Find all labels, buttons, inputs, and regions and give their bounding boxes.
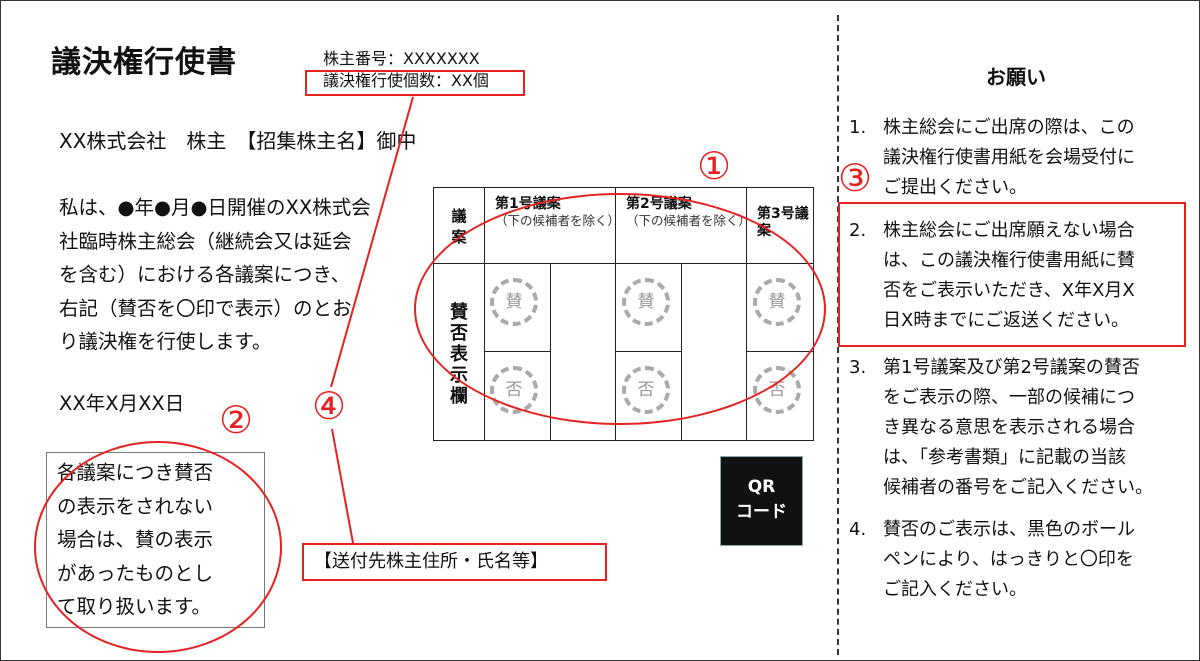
request-number: 3. (849, 357, 867, 378)
vote-count-text: 議決権行使個数：XX個 (323, 71, 489, 90)
request-line: ペンにより、はっきりと〇印を (883, 549, 1134, 570)
marker-2: ② (219, 398, 254, 442)
requests-title: お願い (986, 65, 1046, 89)
request-item: 1. 株主総会にご出席の際は、この 議決権行使書用紙を会場受付に ご提出ください… (849, 113, 1179, 203)
request-line: は、この議決権行使書用紙に賛 (883, 250, 1135, 271)
leader-line-bottom (331, 428, 354, 544)
qr-label: QR (747, 477, 776, 497)
leader-line-top (330, 96, 414, 388)
declaration-line: 私は、●年●月●日開催のXX株式会 (59, 196, 371, 219)
request-line: 議決権行使書用紙を会場受付に (883, 147, 1135, 168)
declaration-line: 社臨時株主総会（継続会又は延会 (59, 229, 352, 253)
mailing-address: 【送付先株主住所・氏名等】 (302, 543, 607, 581)
form-title: 議決権行使書 (51, 45, 237, 80)
declaration-line: 右記（賛否を〇印で表示）のとお (59, 296, 352, 320)
declaration-line: を含む）における各議案につき、 (59, 263, 351, 286)
request-line: 第1号議案及び第2号議案の賛否 (883, 357, 1140, 378)
company-line: XX株式会社 株主 【招集株主名】御中 (59, 129, 417, 153)
return-deadline-highlight (838, 202, 1186, 347)
holder-number-text: 株主番号：XXXXXXX (323, 49, 480, 68)
request-item: 2. 株主総会にご出席願えない場合 は、この議決権行使書用紙に賛 否をご表示いた… (849, 216, 1179, 336)
request-line: 日X時までにご返送ください。 (883, 310, 1129, 331)
vote-label-char: 欄 (450, 386, 468, 407)
request-number: 2. (849, 220, 867, 241)
request-line: をご表示の際、一部の候補につ (883, 387, 1135, 408)
note-ellipse (34, 441, 282, 653)
request-line: 賛否のご表示は、黒色のボール (883, 519, 1135, 540)
marker-1: ① (697, 144, 732, 188)
request-line: 株主総会にご出席願えない場合 (883, 220, 1135, 241)
request-line: き異なる意思を表示される場合 (883, 417, 1135, 438)
form-date: XX年X月XX日 (59, 392, 185, 415)
qr-label: コード (736, 502, 787, 522)
request-line: ご記入ください。 (883, 579, 1027, 600)
marker-3: ③ (838, 156, 873, 200)
request-item: 3. 第1号議案及び第2号議案の賛否 をご表示の際、一部の候補につ き異なる意思… (849, 353, 1179, 503)
qr-code[interactable]: QR コード (720, 456, 803, 546)
vote-area-ellipse (414, 193, 826, 425)
request-line: は、「参考書類」に記載の当該 (883, 447, 1126, 468)
declaration-text: 私は、●年●月●日開催のXX株式会 社臨時株主総会（継続会又は延会 を含む）にお… (59, 191, 409, 359)
vote-count-highlight (305, 70, 525, 96)
request-number: 1. (849, 117, 867, 138)
request-item: 4. 賛否のご表示は、黒色のボール ペンにより、はっきりと〇印を ご記入ください… (849, 515, 1179, 605)
request-line: 候補者の番号をご記入ください。 (883, 477, 1153, 498)
corner-char: 議 (451, 207, 467, 225)
marker-4: ④ (312, 384, 347, 428)
request-line: 否をご表示いただき、X年X月X (883, 280, 1135, 301)
declaration-line: り議決権を行使します。 (59, 330, 272, 353)
request-line: ご提出ください。 (883, 177, 1027, 198)
request-number: 4. (849, 519, 867, 540)
request-line: 株主総会にご出席の際は、この (883, 117, 1135, 138)
holder-number: 株主番号：XXXXXXX 議決権行使個数：XX個 (323, 48, 489, 92)
